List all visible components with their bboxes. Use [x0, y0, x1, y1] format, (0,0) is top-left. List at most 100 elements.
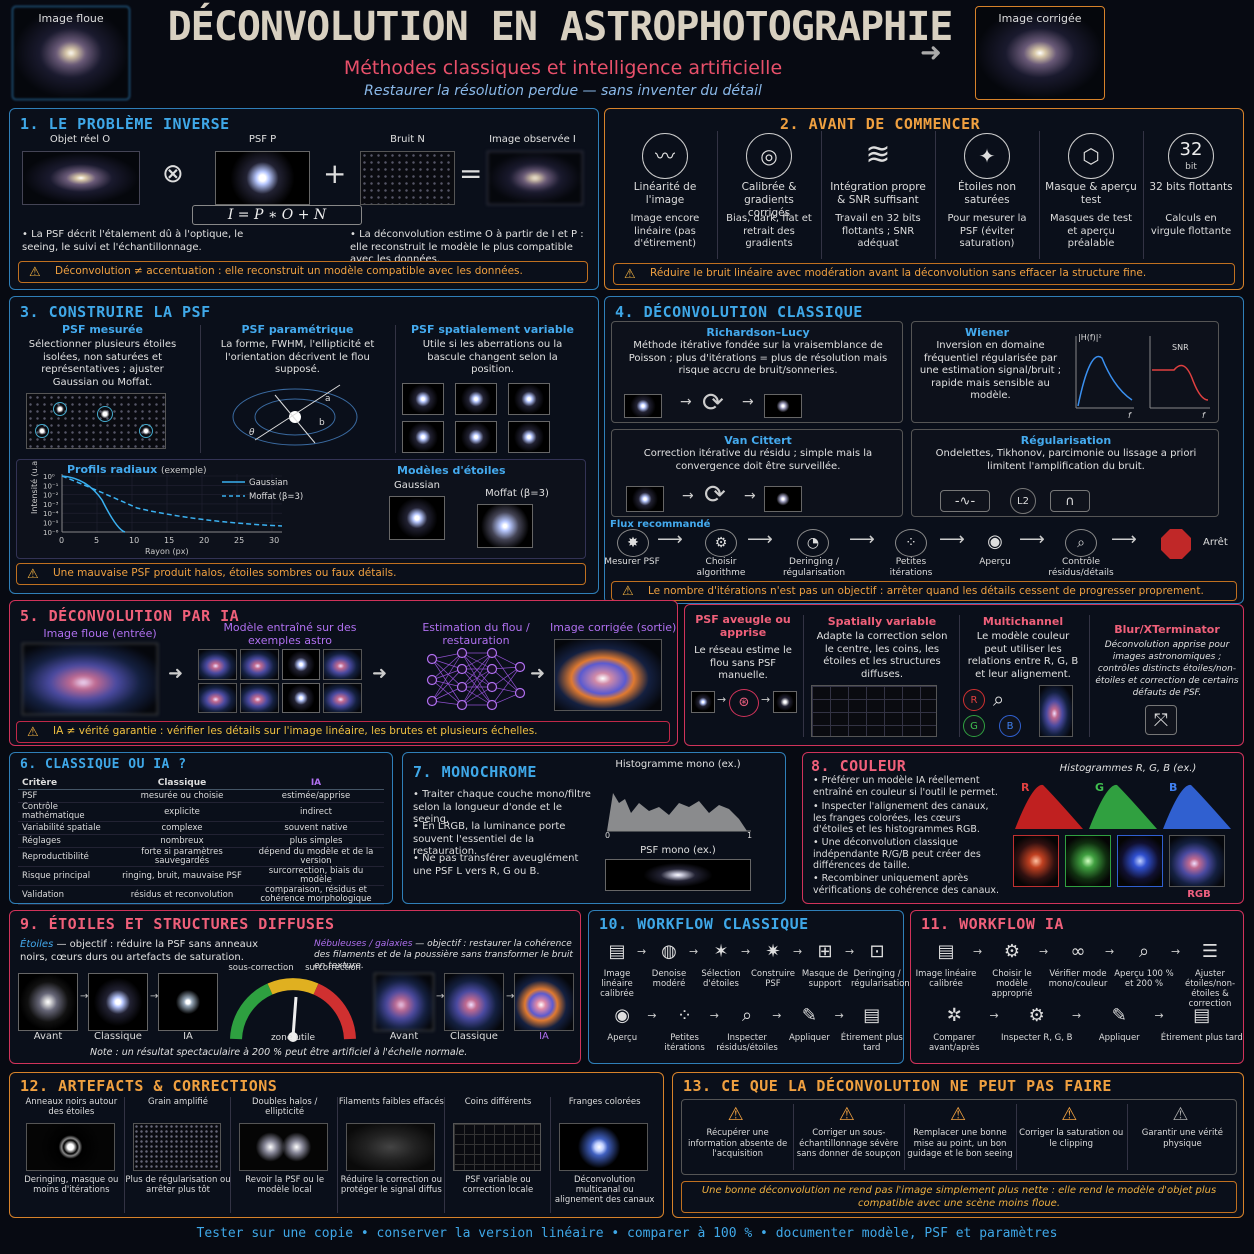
under-correction-label: sous-correction: [228, 963, 294, 973]
divider: [793, 1104, 795, 1170]
32bit-icon: 32 bit: [1168, 133, 1214, 179]
blurx-icon: ⤧: [1145, 705, 1177, 735]
divider: [904, 1104, 906, 1170]
workflow-label: Inspecter résidus/étoiles: [716, 1033, 778, 1053]
color-bullet-2: • Inspecter l'alignement des canaux, les…: [813, 801, 989, 835]
prereq-desc: Image encore linéaire (pas d'étirement): [630, 213, 700, 249]
limit-item: Récupérer une information absente de l'a…: [687, 1128, 788, 1159]
divider: [1143, 131, 1144, 259]
arrow-icon: →: [741, 945, 751, 958]
table-header: Critère Classique IA: [18, 777, 384, 790]
flow-arrow: ➜: [372, 663, 388, 684]
mono-histogram: 0 1: [605, 793, 752, 839]
section-2-title: 2. AVANT DE COMMENCER: [780, 115, 981, 133]
rl-title: Richardson–Lucy: [706, 326, 810, 339]
nn-edge: [461, 668, 493, 688]
nn-edge: [431, 668, 463, 702]
major-axis: [254, 384, 341, 441]
y-tick-label: 10⁻⁵: [43, 520, 59, 528]
warning-icon: ⚠: [29, 265, 41, 280]
nebula-classic: [444, 973, 504, 1031]
gaussian-curve: [61, 475, 126, 533]
flow-title: Flux recommandé: [610, 519, 711, 530]
header-blurred-image: [12, 6, 130, 100]
arrow-icon: →: [717, 693, 727, 706]
wiener-graphs: |H(f)|² f SNR f: [1075, 333, 1210, 418]
profile-title-text: Profils radiaux: [67, 463, 158, 476]
section-8-title: 8. COULEUR: [811, 757, 907, 775]
artifact-image: [132, 1123, 222, 1171]
ellipse-diagram: θ a b: [232, 384, 358, 446]
artifact-image: [452, 1123, 542, 1171]
section-10-title: 10. WORKFLOW CLASSIQUE: [599, 915, 809, 933]
profile-example: (exemple): [161, 466, 207, 476]
section-limits: 13. CE QUE LA DÉCONVOLUTION NE PEUT PAS …: [672, 1072, 1244, 1218]
mask-icon: ⬡: [1068, 133, 1114, 179]
workflow-icon: ⊡: [869, 941, 885, 962]
header-left-label: Image floue: [38, 12, 104, 25]
table-cell: Réglages: [22, 835, 61, 846]
iterate-icon: ⟳: [704, 480, 726, 510]
x-label: Rayon (px): [145, 547, 189, 556]
prereq-3: ✦ Étoiles non saturées Pour mesurer la P…: [937, 131, 1037, 261]
x-tick-label: 5: [94, 536, 99, 545]
arrow-icon: →: [689, 945, 699, 958]
warning-icon: ⚠: [838, 1104, 855, 1125]
divider: [959, 615, 960, 737]
workflow-icon: ✷: [765, 941, 781, 962]
moffat-model-label: Moffat (β=3): [485, 488, 549, 499]
workflow-icon: ▤: [937, 941, 955, 962]
magnifier-icon: ⌕: [1065, 529, 1097, 557]
x-tick-label: 30: [269, 536, 279, 545]
prereq-1: ◎ Calibrée & gradients corrigés Bias, da…: [719, 131, 819, 261]
nn-edge: [491, 668, 521, 694]
vc-before-star: [626, 486, 664, 512]
divider: [337, 1097, 338, 1213]
blue-channel-image: [1117, 835, 1163, 887]
measured-psf-title: PSF mesurée: [62, 323, 143, 336]
histogram-area: [607, 793, 747, 831]
variable-psf-title: PSF spatialement variable: [410, 323, 574, 336]
nn-edge: [431, 652, 463, 702]
section-monochrome: 7. MONOCHROME • Traiter chaque couche mo…: [402, 752, 786, 904]
nn-edge: [431, 652, 463, 681]
section-ai-deconv: 5. DÉCONVOLUTION PAR IA Image floue (ent…: [9, 600, 678, 746]
arrow-icon: →: [80, 991, 89, 1002]
stars-desc: — objectif : réduire la PSF sans anneaux…: [20, 939, 259, 963]
divider: [230, 1097, 232, 1213]
y-tick-label: 10⁻⁶: [43, 529, 59, 537]
workflow-icon: ✲: [946, 1005, 962, 1026]
artifact-fix: Deringing, masque ou moins d'itérations: [24, 1175, 119, 1195]
arrow-icon: →: [709, 1009, 720, 1022]
stars-classic-label: Classique: [94, 1031, 142, 1042]
arrow-icon: →: [744, 488, 756, 504]
table-cell: forte si paramètres sauvegardés: [141, 847, 223, 866]
workflow-label: Masque de support: [801, 969, 849, 989]
table-cell: Validation: [22, 889, 64, 900]
prereq-desc: Travail en 32 bits flottants ; SNR adéqu…: [835, 213, 921, 249]
prereq-desc: Bias, dark, flat et retrait des gradient…: [726, 213, 812, 249]
target-icon: ◎: [746, 133, 792, 179]
table-cell: nombreux: [160, 835, 204, 846]
mono-bullet-2: • En LRGB, la luminance porte souvent l'…: [413, 821, 566, 857]
divider: [717, 131, 718, 259]
arrow-icon: →: [772, 1009, 782, 1022]
nn-edge: [431, 668, 463, 681]
eye-icon: ◉: [987, 531, 1003, 552]
observed-image: [487, 151, 583, 205]
workflow-label: Comparer avant/après: [928, 1033, 980, 1053]
section-1-title: 1. LE PROBLÈME INVERSE: [20, 115, 230, 133]
nn-edge: [431, 679, 463, 706]
divider: [803, 615, 804, 737]
multichannel-title: Multichannel: [982, 615, 1064, 628]
reg-title: Régularisation: [1020, 434, 1112, 447]
object-label: Objet réel O: [49, 134, 111, 145]
workflow-label: Appliquer: [788, 1033, 830, 1043]
stop-icon: [1161, 529, 1191, 559]
arrow-icon: →: [845, 945, 855, 958]
section-color: 8. COULEUR • Préférer un modèle IA réell…: [802, 752, 1244, 904]
gear-icon: ⚙: [705, 529, 737, 557]
